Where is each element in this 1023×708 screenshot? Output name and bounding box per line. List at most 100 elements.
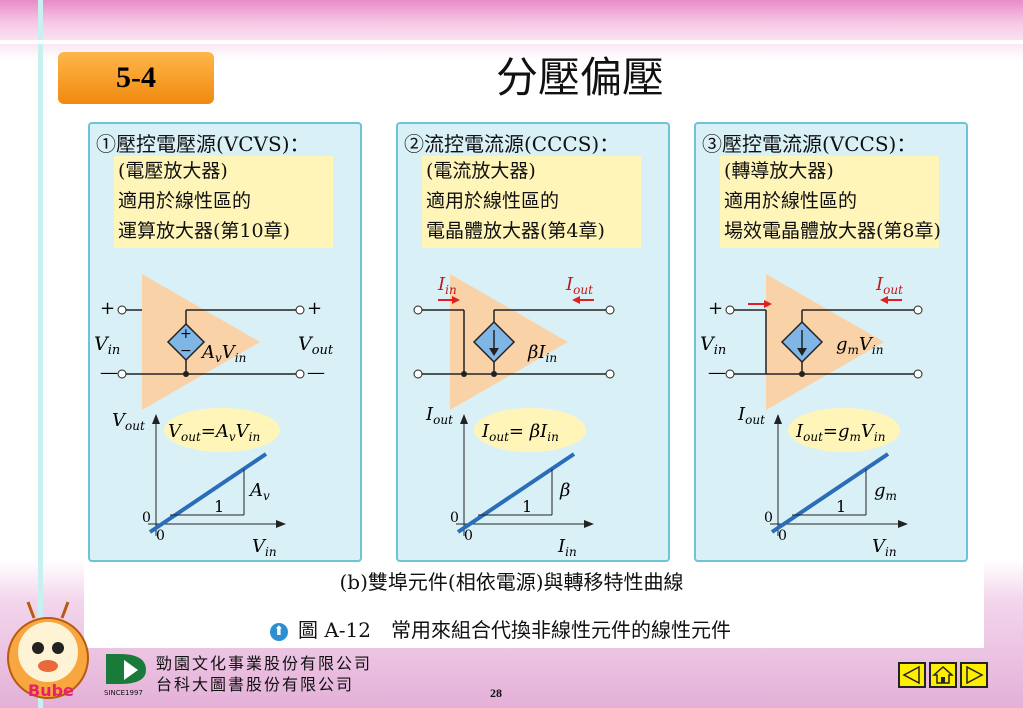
triangle-left-icon xyxy=(902,665,920,685)
current-arrow xyxy=(880,296,888,304)
x-axis-label: Vin xyxy=(872,536,897,559)
slope-label: β xyxy=(559,480,570,501)
terminal xyxy=(605,369,615,379)
terminal xyxy=(295,305,305,315)
x-axis-arrow xyxy=(276,520,286,528)
page-title: 分壓偏壓 xyxy=(495,53,664,102)
terminal xyxy=(295,369,305,379)
note-line: 適用於線性區的 xyxy=(118,190,252,212)
panel-note: (電流放大器) 適用於線性區的 電晶體放大器(第4章) xyxy=(422,156,641,248)
transfer-line xyxy=(456,452,576,534)
transfer-line xyxy=(148,452,268,534)
y-axis-arrow xyxy=(774,414,782,424)
input-label: Vin xyxy=(94,333,120,358)
terminal xyxy=(117,305,127,315)
current-arrow xyxy=(572,296,580,304)
plus-sign: + xyxy=(100,298,115,319)
decorative-horizontal-line xyxy=(0,40,1023,44)
equation-bubble xyxy=(474,408,586,452)
home-button[interactable] xyxy=(929,662,957,688)
output-label: Iout xyxy=(565,274,593,297)
terminal xyxy=(725,305,735,315)
panel-heading: ③壓控電流源(VCCS)： xyxy=(702,132,917,156)
junction xyxy=(799,371,805,377)
arrow-icon xyxy=(797,348,807,356)
equation-bubble xyxy=(164,408,280,452)
terminal xyxy=(605,305,615,315)
triangle-right-icon xyxy=(966,665,984,685)
prev-button[interactable] xyxy=(898,662,926,688)
input-label: Vin xyxy=(700,333,726,358)
origin-label: 0 xyxy=(142,510,151,526)
equation-bubble xyxy=(788,408,900,452)
amplifier-triangle xyxy=(766,274,884,410)
plus-sign: + xyxy=(180,326,192,342)
minus-sign: — xyxy=(307,362,325,383)
terminal xyxy=(413,369,423,379)
note-line: 運算放大器(第10章) xyxy=(118,220,291,242)
cccs-diagram: Iin Iout βIin Iout= βIin Iout Iin β 1 0 … xyxy=(413,274,615,559)
company-logo-icon xyxy=(106,654,146,684)
plus-sign: + xyxy=(708,298,723,319)
vccs-diagram: + — Vin Iout gmVin Iout=gmVin Iout Vin g… xyxy=(700,274,923,559)
run-label: 1 xyxy=(214,497,224,516)
junction xyxy=(183,371,189,377)
origin-label: 0 xyxy=(464,528,473,544)
x-axis-arrow xyxy=(898,520,908,528)
y-axis-label: Vout xyxy=(112,410,145,433)
note-line: 電晶體放大器(第4章) xyxy=(426,220,605,242)
equation: Vout=AvVin xyxy=(168,421,260,444)
transfer-line xyxy=(770,452,890,534)
origin-label: 0 xyxy=(764,510,773,526)
decorative-vertical-line xyxy=(38,0,43,708)
home-icon xyxy=(932,665,954,684)
current-arrow xyxy=(452,296,460,304)
figure-caption: (b)雙埠元件(相依電源)與轉移特性曲線 xyxy=(339,570,684,594)
minus-sign: — xyxy=(100,362,118,383)
output-label: Vout xyxy=(298,333,334,358)
y-axis-arrow xyxy=(152,414,160,424)
next-button[interactable] xyxy=(960,662,988,688)
figure-text: 常用來組合代換非線性元件的線性元件 xyxy=(391,618,732,642)
panel-heading: ②流控電流源(CCCS)： xyxy=(404,132,620,156)
origin-label: 0 xyxy=(450,510,459,526)
equation: Iout=gmVin xyxy=(795,421,885,444)
terminal xyxy=(413,305,423,315)
x-axis-arrow xyxy=(584,520,594,528)
minus-sign: — xyxy=(708,362,726,383)
x-axis-label: Vin xyxy=(252,536,277,559)
since-label: SINCE1997 xyxy=(104,689,143,697)
terminal xyxy=(117,369,127,379)
slope-label: Av xyxy=(248,480,270,503)
junction xyxy=(461,371,467,377)
panel-heading: ①壓控電壓源(VCVS)： xyxy=(96,132,310,156)
terminal xyxy=(725,369,735,379)
origin-label: 0 xyxy=(778,528,787,544)
terminal xyxy=(913,369,923,379)
note-line: 適用於線性區的 xyxy=(426,190,560,212)
figure-label: 圖 A-12 xyxy=(298,618,372,642)
source-label: gmVin xyxy=(836,334,884,357)
note-line: 場效電晶體放大器(第8章) xyxy=(724,220,941,242)
note-line: (電流放大器) xyxy=(426,160,536,182)
run-label: 1 xyxy=(836,497,846,516)
mascot-icon: Bube xyxy=(7,601,89,700)
panel-note: (電壓放大器) 適用於線性區的 運算放大器(第10章) xyxy=(114,156,333,248)
company-name: 台科大圖書股份有限公司 xyxy=(156,675,355,694)
equation: Iout= βIin xyxy=(481,421,559,444)
junction xyxy=(491,371,497,377)
note-line: 適用於線性區的 xyxy=(724,190,858,212)
minus-sign: − xyxy=(180,343,192,359)
up-arrow-icon: ⬆ xyxy=(270,623,288,641)
slope-label: gm xyxy=(874,480,897,503)
terminal xyxy=(913,305,923,315)
y-axis-label: Iout xyxy=(737,404,765,427)
figure-title: ⬆ 圖 A-12 常用來組合代換非線性元件的線性元件 xyxy=(270,614,731,643)
dependent-source xyxy=(166,322,206,362)
note-line: (電壓放大器) xyxy=(118,160,228,182)
company-names: 勁園文化事業股份有限公司 台科大圖書股份有限公司 xyxy=(156,653,372,695)
y-axis-label: Iout xyxy=(425,404,453,427)
run-label: 1 xyxy=(522,497,532,516)
plus-sign: + xyxy=(307,298,322,319)
section-badge: 5-4 xyxy=(58,52,214,104)
